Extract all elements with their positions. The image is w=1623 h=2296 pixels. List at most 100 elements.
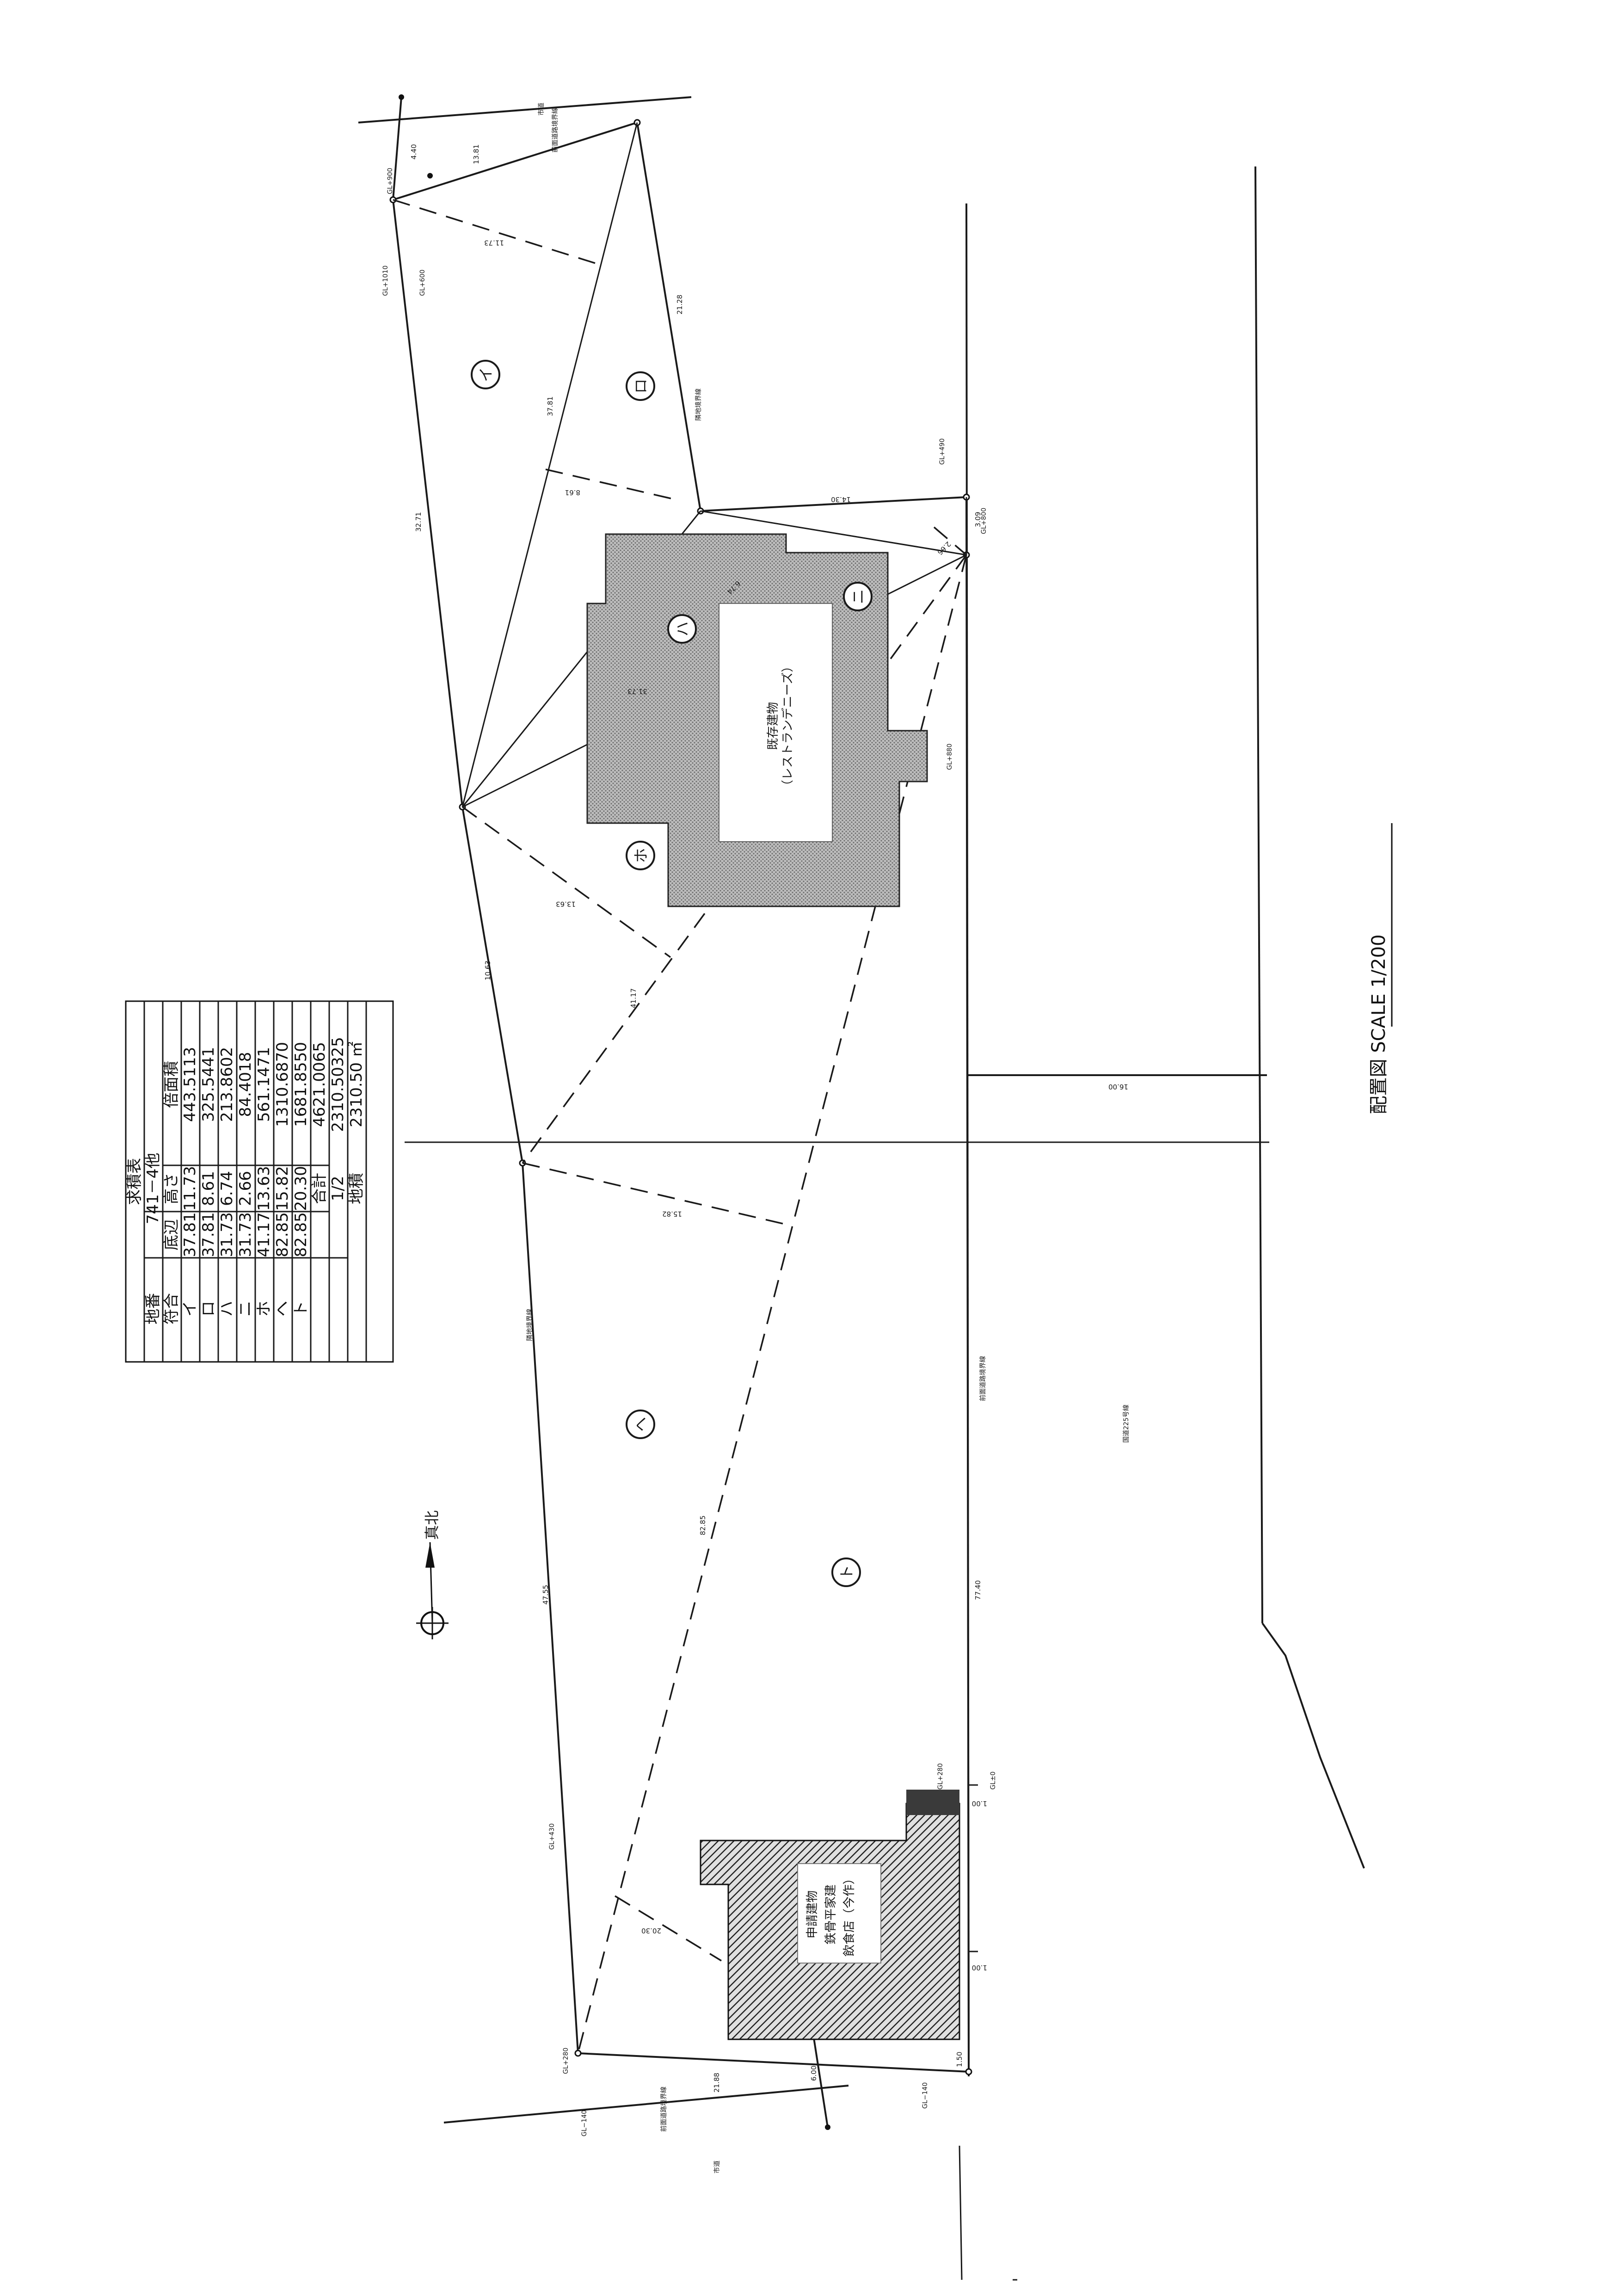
north-label: 真北 — [423, 1510, 441, 1540]
dim-47-55: 47.55 — [541, 1585, 550, 1605]
table-cell: ト — [292, 1301, 310, 1317]
gl-880: GL+880 — [946, 744, 953, 770]
table-cell: 37.81 — [199, 1212, 218, 1257]
label-top-boundary: 前面道路境界線 — [551, 107, 559, 153]
label-adjacent-2: 隣地境界線 — [526, 1309, 534, 1341]
triangulation — [393, 122, 967, 2054]
table-header-base: 底辺 — [162, 1219, 181, 1250]
table-cell: ハ — [218, 1301, 236, 1317]
dim-77-40: 77.40 — [974, 1580, 982, 1600]
dim-6-00: 6.00 — [810, 2066, 818, 2081]
dim-10-63: 10.63 — [484, 960, 492, 980]
dim-1-00-a: 1.00 — [972, 1799, 987, 1808]
dim-31-73: 31.73 — [627, 687, 647, 696]
gl-0: GL±0 — [990, 1772, 997, 1790]
dim-20-30: 20.30 — [641, 1927, 661, 1935]
table-row: ロ 37.81 8.61 325.5441 — [199, 1047, 218, 1317]
table-row: ヘ 82.85 15.82 1310.6870 — [273, 1042, 292, 1317]
gl-140-a: GL−140 — [581, 2110, 588, 2136]
table-cell: 41.17 — [255, 1212, 273, 1257]
table-cell: イ — [181, 1301, 199, 1317]
table-cell: 8.61 — [199, 1171, 218, 1206]
table-lot-value: 741－4他 — [144, 1153, 162, 1225]
page-title: 配置図 SCALE 1/200 — [1368, 935, 1389, 1114]
dim-13-81: 13.81 — [472, 144, 480, 164]
table-cell: 13.63 — [255, 1166, 273, 1211]
small-building-label-2: 鉄骨平家建 — [824, 1884, 838, 1945]
table-cell: 443.5113 — [181, 1047, 199, 1122]
dim-2-66: 2.66 — [936, 540, 953, 556]
label-adjacent-1: 隣地境界線 — [695, 388, 702, 421]
table-cell: 561.1471 — [255, 1047, 273, 1122]
dim-37-81: 37.81 — [546, 396, 554, 416]
dim-1-00-b: 1.00 — [972, 1964, 987, 1972]
dim-21-88: 21.88 — [713, 2073, 721, 2093]
label-alley-bottom: 市道 — [713, 2161, 721, 2173]
region-label-ni: ニ — [849, 589, 867, 604]
table-cell: 1681.8550 — [292, 1042, 310, 1127]
table-half-label: 1/2 — [329, 1176, 347, 1201]
region-label-i: イ — [477, 367, 495, 382]
table-cell: 82.85 — [273, 1212, 292, 1257]
table-lot-label: 地番 — [144, 1293, 162, 1324]
label-bottom-boundary: 前面道路境界線 — [660, 2087, 668, 2132]
region-label-ho: ホ — [632, 848, 650, 863]
dim-21-28: 21.28 — [676, 295, 684, 314]
gl-labels: GL+900 GL+1010 GL+600 GL+490 GL+800 GL+8… — [382, 168, 997, 2136]
table-row: ホ 41.17 13.63 561.1471 — [255, 1047, 273, 1317]
site-outline — [389, 94, 972, 2130]
gl-490: GL+490 — [939, 438, 946, 465]
gl-430: GL+430 — [548, 1823, 556, 1850]
table-total-value: 4621.0065 — [310, 1042, 329, 1127]
gl-900: GL+900 — [387, 168, 394, 194]
gl-140-b: GL−140 — [922, 2082, 929, 2109]
table-cell: 31.73 — [236, 1212, 255, 1257]
table-row: ハ 31.73 6.74 213.8602 — [218, 1047, 236, 1317]
dimension-labels: 32.71 10.63 47.55 21.28 14.30 77.40 16.0… — [410, 144, 1128, 2093]
table-cell: 20.30 — [292, 1166, 310, 1211]
dim-14-30: 14.30 — [831, 495, 851, 504]
dim-3-09: 3.09 — [974, 512, 982, 527]
dim-13-63: 13.63 — [556, 900, 576, 908]
dim-8-61: 8.61 — [565, 488, 580, 497]
gl-280-b: GL+280 — [562, 2048, 570, 2074]
table-total-label: 合計 — [310, 1173, 329, 1204]
table-cell: 2.66 — [236, 1171, 255, 1206]
dim-15-82: 15.82 — [662, 1210, 682, 1218]
table-cell: ヘ — [273, 1301, 292, 1317]
table-header-height: 高さ — [162, 1173, 181, 1204]
table-cell: 1310.6870 — [273, 1042, 292, 1127]
north-arrow: 真北 — [416, 1510, 449, 1639]
table-cell: 82.85 — [292, 1212, 310, 1257]
dim-82-85: 82.85 — [699, 1515, 707, 1535]
region-label-ha: ハ — [674, 622, 691, 636]
gl-600: GL+600 — [419, 270, 426, 296]
table-cell: 84.4018 — [236, 1052, 255, 1117]
table-site-value: 2310.50 ㎡ — [347, 1041, 366, 1127]
main-building-label-1: 既存建物 — [766, 702, 780, 750]
table-row: イ 37.81 11.73 443.5113 — [181, 1047, 199, 1317]
table-cell: ロ — [199, 1301, 218, 1317]
table-cell: 31.73 — [218, 1212, 236, 1257]
area-table: 求積表 地番 741－4他 符合 底辺 高さ 倍面積 イ 37.81 11.73… — [125, 1000, 394, 1363]
small-building: 申請建物 鉄骨平家建 飲食店（今作） — [700, 1790, 960, 2040]
table-row: ニ 31.73 2.66 84.4018 — [236, 1052, 255, 1317]
gl-1010: GL+1010 — [382, 265, 389, 296]
region-label-he: ヘ — [632, 1417, 650, 1432]
table-caption: 求積表 — [125, 1158, 144, 1205]
gl-800: GL+800 — [980, 508, 988, 534]
boundary-labels: 前面道路境界線 市道 隣地境界線 隣地境界線 前面道路境界線 国道225号線 前… — [526, 103, 1130, 2173]
dim-32-71: 32.71 — [414, 512, 423, 532]
region-label-to: ト — [838, 1565, 855, 1580]
small-building-label-1: 申請建物 — [805, 1890, 819, 1939]
table-cell: 213.8602 — [218, 1047, 236, 1122]
main-building-label-2: （レストランデニーズ） — [781, 660, 795, 792]
small-building-label-3: 飲食店（今作） — [842, 1872, 856, 1957]
table-cell: 11.73 — [181, 1166, 199, 1211]
dim-41-17: 41.17 — [629, 988, 638, 1008]
table-cell: ホ — [255, 1301, 273, 1317]
dim-4-40: 4.40 — [410, 144, 418, 160]
table-cell: ニ — [236, 1301, 255, 1317]
dim-11-73: 11.73 — [484, 239, 504, 247]
